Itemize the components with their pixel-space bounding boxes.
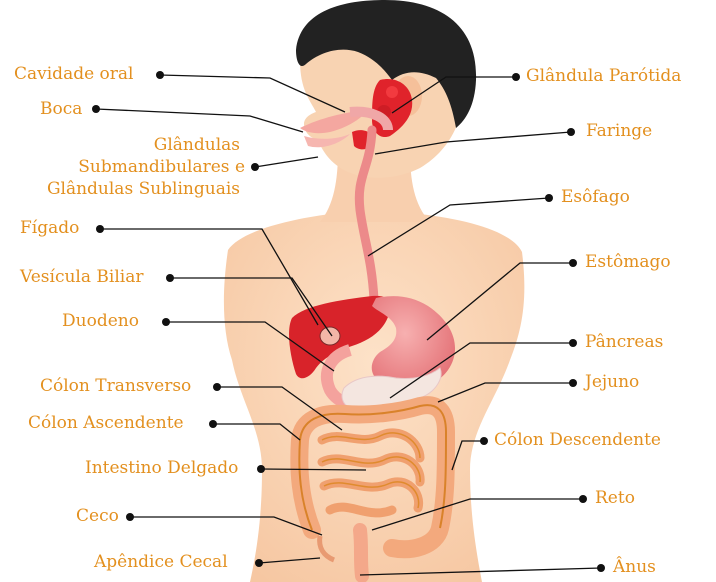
label-estomago: Estômago: [585, 252, 671, 272]
label-esofago: Esôfago: [561, 187, 630, 207]
label-glandulas-3: Glândulas Sublinguais: [8, 179, 240, 199]
label-vesicula: Vesícula Biliar: [20, 267, 143, 287]
label-intestino-delgado: Intestino Delgado: [85, 458, 238, 478]
label-cavidade-oral: Cavidade oral: [14, 64, 133, 84]
label-apendice: Apêndice Cecal: [94, 552, 228, 572]
label-glandulas-2: Submandibulares e: [40, 157, 245, 177]
label-ceco: Ceco: [76, 506, 119, 526]
label-colon-transverso: Cólon Transverso: [40, 376, 191, 396]
label-duodeno: Duodeno: [62, 311, 139, 331]
label-glandula-parotida: Glândula Parótida: [526, 66, 681, 86]
label-jejuno: Jejuno: [585, 372, 639, 392]
label-figado: Fígado: [20, 218, 79, 238]
label-boca: Boca: [40, 99, 82, 119]
label-faringe: Faringe: [586, 121, 652, 141]
label-pancreas: Pâncreas: [585, 332, 663, 352]
label-colon-ascendente: Cólon Ascendente: [28, 413, 184, 433]
rectum: [360, 530, 362, 576]
gallbladder: [320, 327, 340, 345]
label-colon-descendente: Cólon Descendente: [494, 430, 661, 450]
label-reto: Reto: [595, 488, 635, 508]
label-glandulas-1: Glândulas: [140, 135, 240, 155]
label-anus: Ânus: [613, 557, 656, 577]
